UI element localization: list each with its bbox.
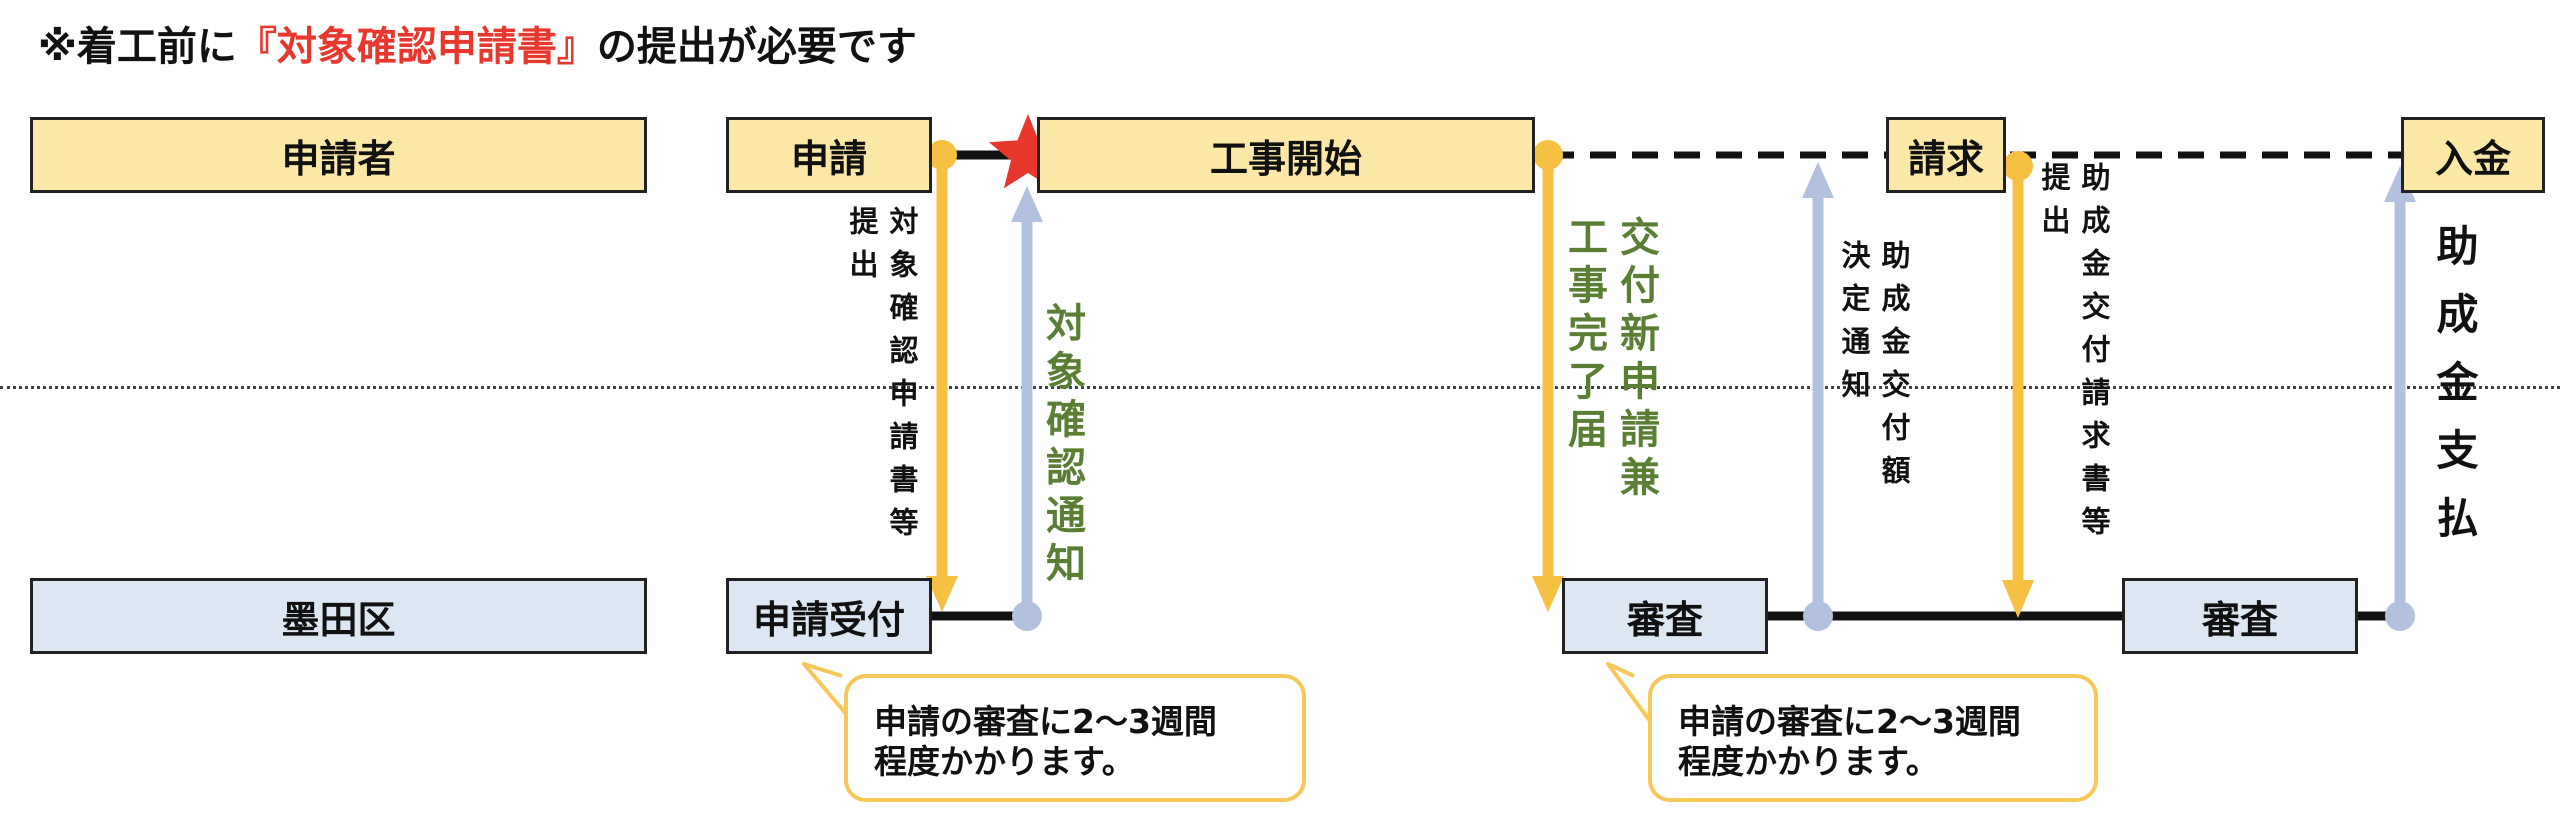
callout-line-1: 申請の審査に2〜3週間 [874, 702, 1217, 741]
star-icon [989, 114, 1067, 189]
return-arrow-3 [2384, 166, 2416, 616]
box-review-2: 審査 [2122, 578, 2358, 654]
title-prefix: ※着工前に [38, 24, 237, 70]
label-claim-docs: 助成金交付請求書等 [2077, 162, 2111, 549]
dot-review2 [2385, 601, 2415, 631]
callout-review-period-2: 申請の審査に2〜3週間 程度かかります。 [1648, 674, 2098, 802]
box-application-received: 申請受付 [726, 578, 932, 654]
label-grant-payment: 助成金支払 [2430, 224, 2479, 564]
title-highlight: 『対象確認申請書』 [236, 24, 597, 70]
box-review-1: 審査 [1562, 578, 1768, 654]
box-payment-received: 入金 [2401, 117, 2545, 193]
return-arrow-1 [1011, 186, 1043, 616]
dot-apply [927, 140, 957, 170]
callout-line-2: 程度かかります。 [874, 742, 1135, 781]
box-apply: 申請 [726, 117, 932, 193]
lane-divider [0, 386, 2560, 389]
return-arrow-2 [1802, 162, 1834, 616]
callout-line-2: 程度かかります。 [1678, 742, 1939, 781]
submit-arrow-3 [2002, 165, 2034, 618]
label-submit-docs: 対象確認申請書等 [885, 206, 919, 550]
callout-review-period-1: 申請の審査に2〜3週間 程度かかります。 [844, 674, 1306, 802]
label-decision-amount: 助成金交付額 [1877, 240, 1911, 498]
dot-claim [2003, 151, 2033, 181]
box-claim: 請求 [1886, 117, 2006, 193]
dot-receive [1012, 601, 1042, 631]
lane-label-applicant: 申請者 [30, 117, 647, 193]
dot-review1 [1803, 601, 1833, 631]
page-title: ※着工前に『対象確認申請書』の提出が必要です [38, 14, 917, 72]
label-claim-submit: 提出 [2037, 162, 2071, 248]
submit-arrow-1 [926, 160, 958, 612]
label-completion-report: 工事完了届 [1561, 216, 1607, 456]
label-grant-application: 交付新申請兼 [1613, 216, 1659, 504]
submit-arrow-2 [1532, 160, 1564, 612]
lane-label-city: 墨田区 [30, 578, 647, 654]
box-construction-start: 工事開始 [1037, 117, 1535, 193]
label-confirmation-notice: 対象確認通知 [1039, 302, 1085, 590]
label-decision-notice: 決定通知 [1837, 240, 1871, 412]
dot-start [1533, 140, 1563, 170]
callout-line-1: 申請の審査に2〜3週間 [1678, 702, 2021, 741]
title-suffix: の提出が必要です [596, 24, 917, 70]
label-submit: 提出 [845, 206, 879, 292]
